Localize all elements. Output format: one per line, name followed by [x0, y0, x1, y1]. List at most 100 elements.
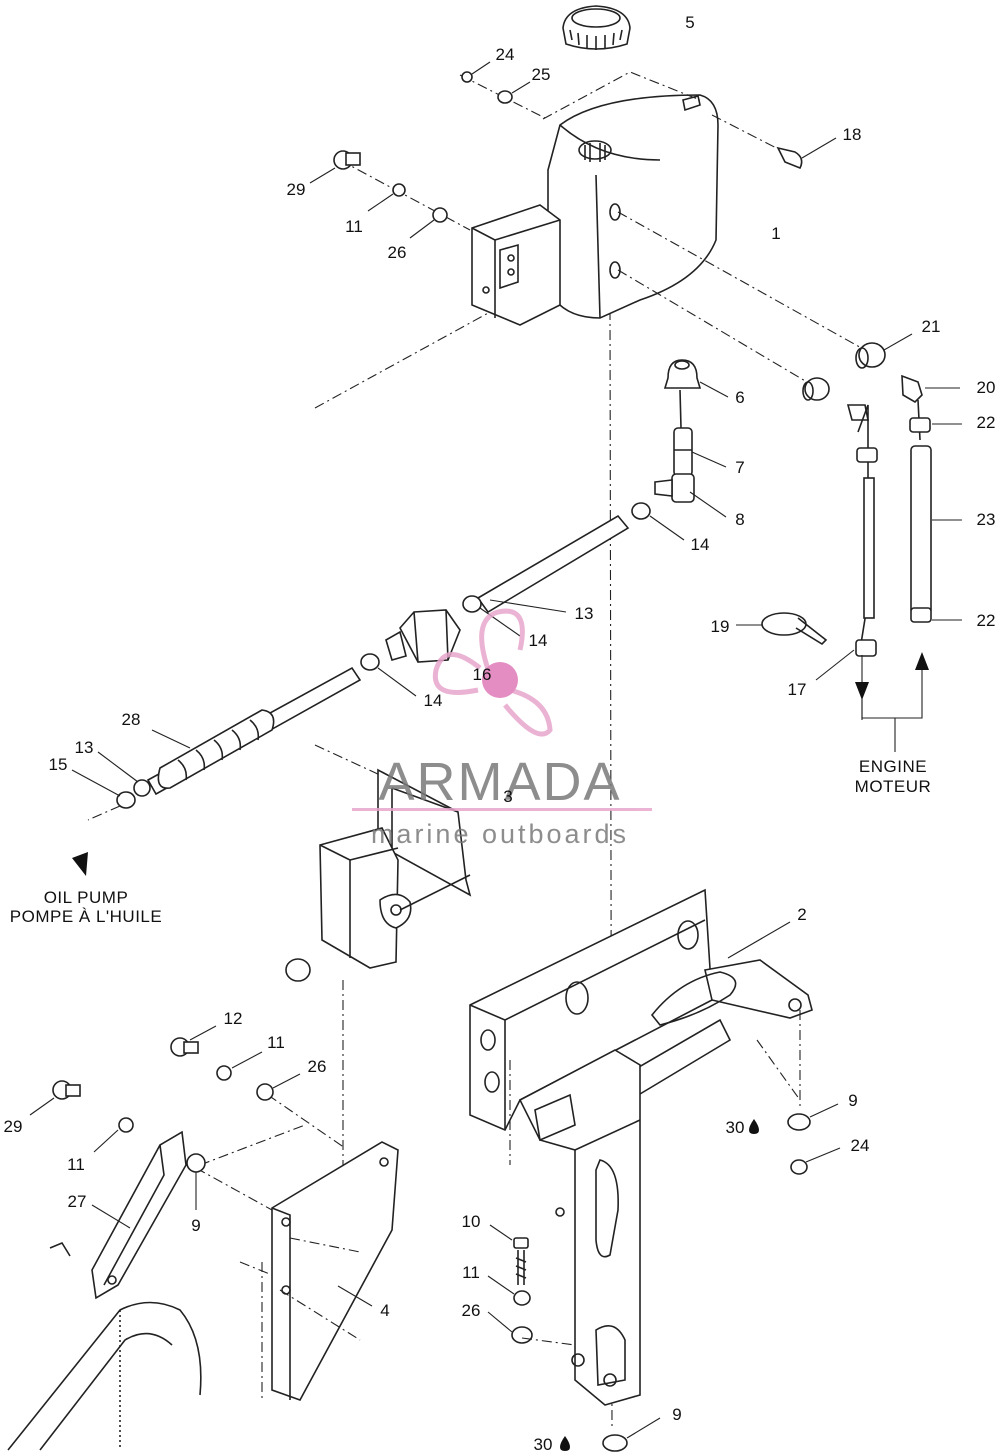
- vent-hose-body: [863, 477, 875, 619]
- phantom-line: [314, 311, 491, 409]
- part-label-25: 25: [532, 65, 551, 84]
- part-label-13: 13: [575, 604, 594, 623]
- part-label-3: 3: [503, 787, 512, 806]
- screw-10: [513, 1237, 529, 1285]
- watermark-tagline: marine outboards: [371, 819, 629, 849]
- part-label-12: 12: [224, 1009, 243, 1028]
- tie-strap-19: [761, 612, 828, 646]
- oil-drop-icon: [560, 1436, 570, 1451]
- part-label-24: 24: [851, 1136, 870, 1155]
- washer-11-top: [392, 183, 406, 197]
- part-label-9: 9: [848, 1091, 857, 1110]
- nut-24-right: [790, 1159, 808, 1175]
- engine-caption: ENGINE: [859, 757, 927, 776]
- check-valve-7: [673, 427, 693, 477]
- washer-26-top: [432, 207, 448, 223]
- part-label-9: 9: [191, 1216, 200, 1235]
- bracket-3: [319, 768, 472, 969]
- washer-26-mid: [511, 1326, 533, 1344]
- hose-23: [910, 445, 932, 615]
- phantom-line: [617, 211, 866, 351]
- clamp-22-bottom: [910, 607, 932, 623]
- phantom-line: [239, 1261, 273, 1276]
- grommet-21: [855, 342, 886, 369]
- part-label-20: 20: [977, 378, 996, 397]
- phantom-line: [279, 1289, 361, 1341]
- screw-29-top: [333, 150, 361, 170]
- part-label-2: 2: [797, 905, 806, 924]
- screw-29-left: [52, 1080, 81, 1100]
- part-label-30: 30: [726, 1118, 745, 1137]
- engine-block-partial: [7, 1241, 202, 1451]
- armada-watermark: ARMADA marine outboards: [352, 608, 652, 849]
- oil-pump-caption: OIL PUMP: [44, 888, 129, 907]
- washer-9-bottom: [602, 1434, 628, 1452]
- hose-13: [476, 514, 630, 614]
- phantom-line: [542, 71, 701, 120]
- part-label-14: 14: [529, 631, 548, 650]
- washer-9-left: [186, 1153, 206, 1173]
- oil-pump-arrow: [72, 852, 88, 876]
- washer-11-mid: [513, 1290, 531, 1306]
- part-label-17: 17: [788, 680, 807, 699]
- part-label-26: 26: [388, 243, 407, 262]
- phantom-line: [199, 1124, 306, 1166]
- inline-filter-16: [385, 609, 461, 663]
- part-label-14: 14: [424, 691, 443, 710]
- part-label-24: 24: [496, 45, 515, 64]
- tee-fitting-8: [654, 473, 695, 503]
- clamp-14-low: [360, 653, 380, 671]
- part-label-29: 29: [287, 180, 306, 199]
- grommet-21b: [802, 377, 830, 401]
- washer-11-left: [216, 1065, 232, 1081]
- part-label-21: 21: [922, 317, 941, 336]
- clamp-17: [855, 639, 877, 657]
- phantom-line: [617, 269, 813, 386]
- phantom-line: [711, 114, 791, 156]
- bracket-4: [271, 1141, 399, 1401]
- phantom-line: [521, 1337, 576, 1346]
- washer-25: [497, 90, 513, 104]
- part-label-11: 11: [345, 217, 363, 236]
- part-label-1: 1: [771, 224, 780, 243]
- part-label-9: 9: [672, 1405, 681, 1424]
- clamp-14-top: [631, 502, 651, 520]
- phantom-line: [756, 1039, 801, 1101]
- part-label-11: 11: [462, 1263, 480, 1282]
- part-label-26: 26: [462, 1301, 481, 1320]
- washer-26-left: [256, 1083, 274, 1101]
- nut-bracket: [285, 958, 311, 982]
- center-axis-line: [609, 309, 613, 1431]
- hose-28: [146, 666, 362, 796]
- phantom-line: [339, 159, 471, 231]
- screw-18: [776, 146, 803, 170]
- part-label-15: 15: [49, 755, 68, 774]
- phantom-line: [87, 805, 121, 821]
- part-label-4: 4: [380, 1301, 389, 1320]
- part-label-29: 29: [4, 1117, 23, 1136]
- tank-cap: [562, 5, 631, 50]
- breather-cap-6: [663, 359, 702, 429]
- oil-tank: [471, 94, 719, 326]
- part-label-22: 22: [977, 611, 996, 630]
- part-label-5: 5: [685, 13, 694, 32]
- phantom-line: [314, 744, 381, 776]
- phantom-line: [267, 1094, 346, 1149]
- part-label-14: 14: [691, 535, 710, 554]
- part-label-11: 11: [267, 1033, 285, 1052]
- phantom-line: [289, 1237, 361, 1253]
- part-label-7: 7: [735, 458, 744, 477]
- part-label-28: 28: [122, 710, 141, 729]
- part-label-16: 16: [473, 665, 492, 684]
- oil-drop-icon: [749, 1119, 759, 1134]
- part-label-13: 13: [75, 738, 94, 757]
- part-label-27: 27: [68, 1192, 87, 1211]
- part-label-18: 18: [843, 125, 862, 144]
- leader-lines: [29, 61, 962, 1439]
- oil-pump-caption-fr: POMPE À L'HUILE: [10, 907, 162, 926]
- clamp-22-top: [856, 417, 931, 463]
- engine-caption-fr: MOTEUR: [855, 777, 932, 796]
- engine-connection-arrows: [855, 652, 929, 752]
